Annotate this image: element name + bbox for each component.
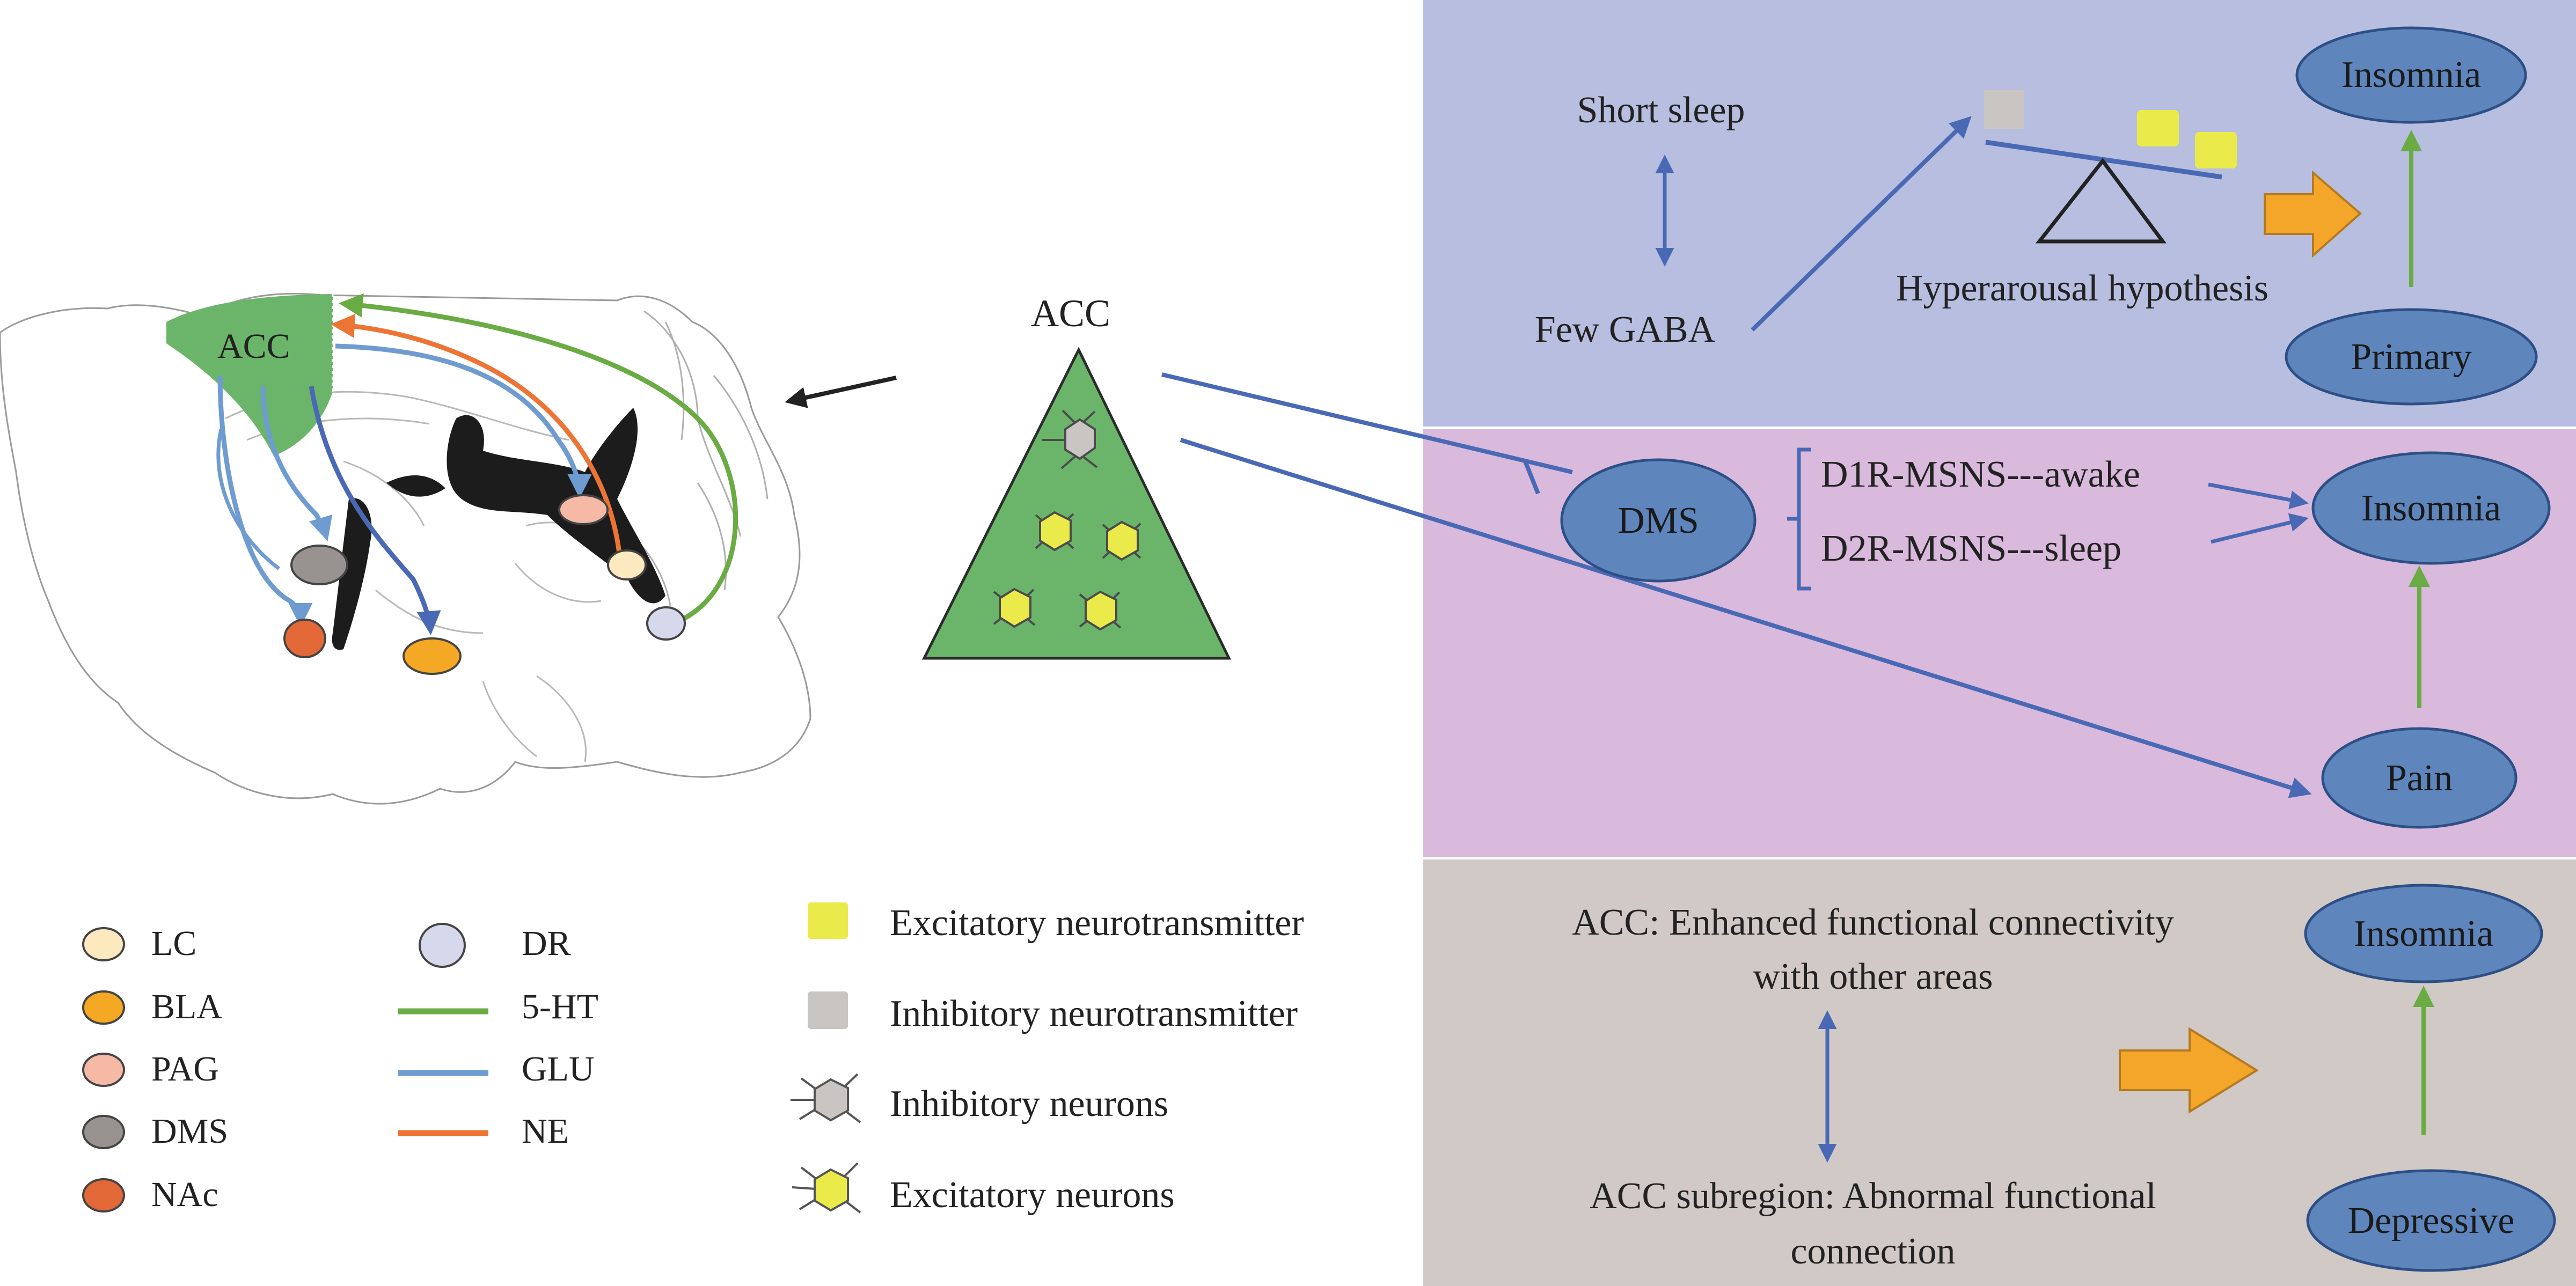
arrow-d1r-insomnia <box>2208 482 2309 509</box>
region-bla <box>402 637 462 675</box>
acc-triangle-group: ACC <box>921 292 1231 660</box>
legend-lc-label: LC <box>151 924 196 963</box>
acc-triangle <box>921 347 1231 660</box>
ventricle-small <box>386 475 445 497</box>
legend-inhibitory-neurons-label: Inhibitory neurons <box>890 1083 1168 1125</box>
legend-dr-swatch <box>419 923 466 968</box>
node-insomnia-middle <box>2311 451 2551 565</box>
legend-excitatory-neurons-label: Excitatory neurons <box>890 1174 1175 1216</box>
pointer-arrow <box>785 376 897 408</box>
legend-nac-swatch <box>82 1178 125 1212</box>
node-insomnia-top-label: Insomnia <box>2341 54 2482 95</box>
legend-pag-swatch <box>82 1053 125 1087</box>
node-primary-label: Primary <box>2351 336 2472 378</box>
projection-glu-bla <box>309 386 441 635</box>
legend-ne-label: NE <box>522 1112 569 1151</box>
triangle-excitatory-neuron <box>1035 511 1074 552</box>
projection-ne-lc <box>331 313 623 559</box>
arrow-gaba-to-balance <box>1751 116 1972 332</box>
label-d1r: D1R-MSNS---awake <box>1821 454 2140 495</box>
connector-acc-to-dms <box>1161 372 1573 474</box>
node-dms-label: DMS <box>1618 500 1699 541</box>
triangle-excitatory-neuron <box>1102 520 1141 561</box>
triangle-excitatory-neuron <box>993 587 1036 628</box>
label-hyperarousal: Hyperarousal hypothesis <box>1896 268 2268 309</box>
ventricle-shape <box>447 408 665 604</box>
legend-bla-label: BLA <box>151 987 222 1026</box>
region-nac <box>283 619 326 658</box>
legend-bla-swatch <box>82 990 125 1025</box>
ventricle-stalk <box>332 498 372 650</box>
excitatory-neurotransmitter-square <box>2137 110 2179 146</box>
region-pag <box>558 494 609 525</box>
brain-acc-label: ACC <box>217 327 290 366</box>
block-arrow-top <box>2264 170 2362 258</box>
label-acc-enhanced-2: with other areas <box>1753 956 1993 997</box>
region-lc <box>607 549 647 580</box>
region-dms <box>290 545 348 585</box>
legend-excitatory-nt-swatch <box>808 902 848 939</box>
excitatory-neurotransmitter-square <box>2195 132 2237 168</box>
node-insomnia-middle-label: Insomnia <box>2361 488 2501 529</box>
legend-excitatory-neuron-icon <box>792 1162 861 1214</box>
label-acc-enhanced-1: ACC: Enhanced functional connectivity <box>1572 902 2174 943</box>
legend-dms-label: DMS <box>151 1112 228 1151</box>
brain-outline <box>0 292 811 805</box>
balance-scale <box>1984 90 2237 244</box>
bracket <box>1787 447 1811 591</box>
projection-glu-pag <box>335 343 592 498</box>
block-arrow-bottom <box>2119 1027 2259 1114</box>
legend-inhibitory-neuron-icon <box>791 1073 861 1123</box>
legend-excitatory-nt-label: Excitatory neurotransmitter <box>890 902 1304 944</box>
label-few-gaba: Few GABA <box>1535 309 1716 350</box>
node-depressive <box>2306 1169 2556 1272</box>
label-acc-subregion-1: ACC subregion: Abnormal functional <box>1590 1175 2156 1217</box>
node-dms <box>1560 458 1757 583</box>
legend-inhibitory-nt-label: Inhibitory neurotransmitter <box>890 993 1298 1034</box>
arrow-d2r-insomnia <box>2211 513 2309 544</box>
node-depressive-label: Depressive <box>2347 1200 2514 1241</box>
node-insomnia-bottom <box>2304 884 2543 983</box>
projection-glu-nac-2 <box>216 429 281 570</box>
triangle-inhibitory-neuron <box>1042 409 1098 469</box>
legend-lc-swatch <box>82 927 125 961</box>
node-primary <box>2285 308 2538 406</box>
label-acc-subregion-2: connection <box>1790 1231 1955 1272</box>
acc-region <box>166 294 333 456</box>
legend-inhibitory-nt-swatch <box>808 991 848 1029</box>
legend-glu-label: GLU <box>522 1049 595 1089</box>
legend-nac-label: NAc <box>151 1175 218 1214</box>
legend-dr-label: DR <box>522 924 571 963</box>
legend: LC BLA PAG DMS NAc DR 5-HT GLU NE Excita… <box>82 902 1304 1216</box>
label-short-sleep: Short sleep <box>1577 90 1745 131</box>
brain-sagittal-section: ACC <box>0 292 811 805</box>
acc-triangle-label: ACC <box>1031 292 1110 335</box>
node-insomnia-top <box>2295 26 2527 124</box>
label-d2r: D2R-MSNS---sleep <box>1821 528 2121 569</box>
node-pain-label: Pain <box>2386 758 2453 799</box>
legend-5ht-label: 5-HT <box>522 987 598 1026</box>
balance-fulcrum <box>2035 158 2167 244</box>
legend-dms-swatch <box>82 1115 125 1149</box>
node-insomnia-bottom-label: Insomnia <box>2354 913 2494 954</box>
triangle-excitatory-neuron <box>1079 590 1122 631</box>
projection-5ht <box>339 293 738 625</box>
inhibitory-neurotransmitter-square <box>1984 90 2024 129</box>
legend-pag-label: PAG <box>151 1049 219 1089</box>
node-pain <box>2321 727 2518 829</box>
region-dr <box>646 606 686 641</box>
connector-synapse-tick <box>1523 460 1540 495</box>
projection-glu-dms <box>260 386 333 541</box>
projection-glu-nac <box>217 375 313 627</box>
arrow-acc-to-pain <box>1180 438 2312 798</box>
